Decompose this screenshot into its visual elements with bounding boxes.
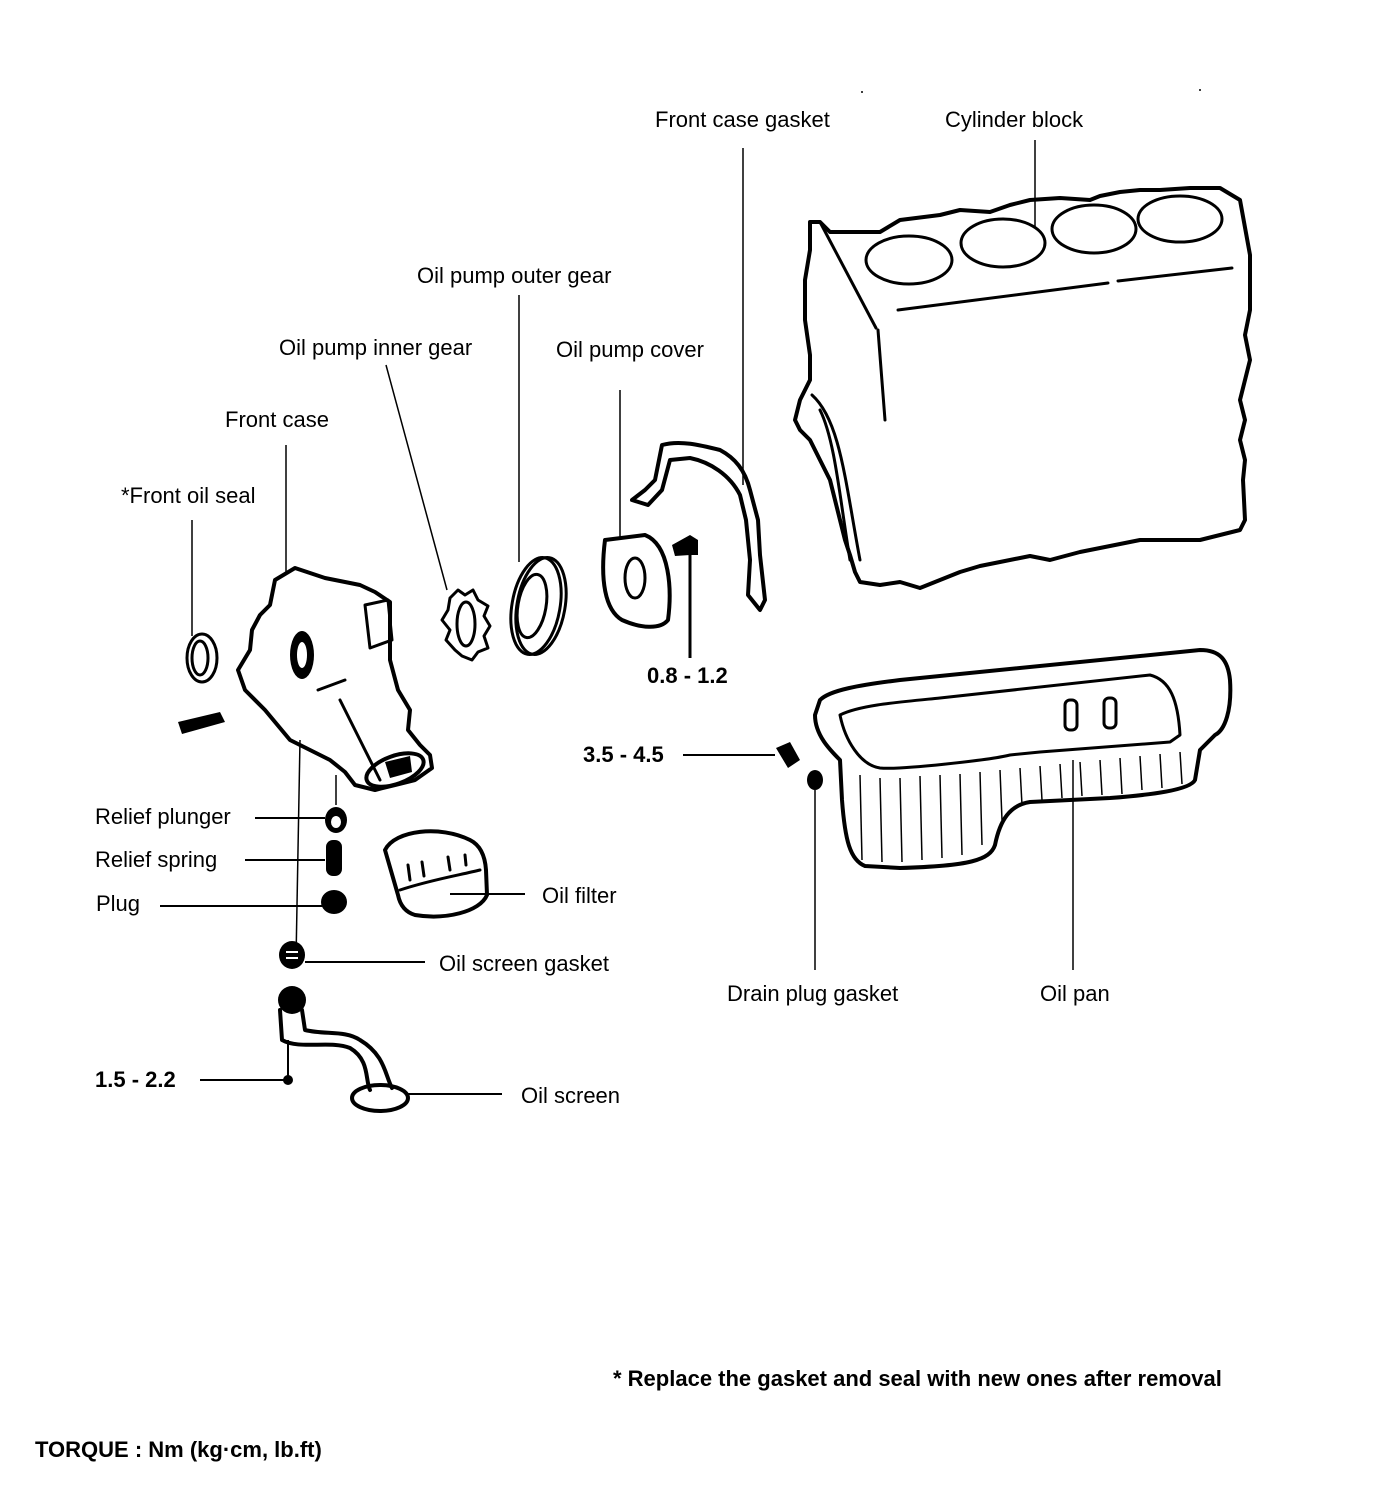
- oil-pan-drawing: [683, 648, 1233, 970]
- label-front-case-gasket: Front case gasket: [655, 107, 830, 132]
- torque-oil-screen-bolt: 1.5 - 2.2: [95, 1067, 176, 1092]
- oil-screen-drawing: [200, 986, 502, 1113]
- oil-pump-outer-gear-drawing: [509, 295, 568, 656]
- label-oil-screen: Oil screen: [521, 1083, 621, 1108]
- front-oil-seal-drawing: [178, 520, 225, 734]
- torque-pump-cover-bolt: 0.8 - 1.2: [647, 663, 728, 688]
- torque-units-note: TORQUE : Nm (kg·cm, lb.ft): [35, 1437, 322, 1462]
- label-oil-filter: Oil filter: [542, 883, 617, 908]
- label-relief-plunger: Relief plunger: [95, 804, 231, 829]
- label-drain-plug-gasket: Drain plug gasket: [727, 981, 899, 1006]
- label-cylinder-block: Cylinder block: [945, 107, 1084, 132]
- label-oil-pump-cover: Oil pump cover: [556, 337, 704, 362]
- label-oil-pump-outer-gear: Oil pump outer gear: [417, 263, 612, 288]
- label-plug: Plug: [96, 891, 141, 916]
- torque-drain-plug: 3.5 - 4.5: [583, 742, 664, 767]
- oil-pump-cover-drawing: [601, 390, 698, 658]
- relief-parts-drawing: [160, 739, 347, 961]
- oil-screen-gasket-drawing: [279, 941, 425, 969]
- front-case-drawing: [236, 445, 434, 792]
- label-oil-pump-inner-gear: Oil pump inner gear: [279, 335, 473, 360]
- label-front-case: Front case: [225, 407, 329, 432]
- replacement-note: * Replace the gasket and seal with new o…: [613, 1366, 1222, 1391]
- label-relief-spring: Relief spring: [95, 847, 218, 872]
- front-case-gasket-drawing: [630, 148, 767, 612]
- label-oil-screen-gasket: Oil screen gasket: [439, 951, 609, 976]
- oil-filter-drawing: [383, 829, 525, 919]
- cylinder-block-drawing: [793, 140, 1252, 590]
- label-front-oil-seal: *Front oil seal: [121, 483, 256, 508]
- label-oil-pan: Oil pan: [1040, 981, 1110, 1006]
- oil-pump-inner-gear-drawing: [385, 364, 492, 662]
